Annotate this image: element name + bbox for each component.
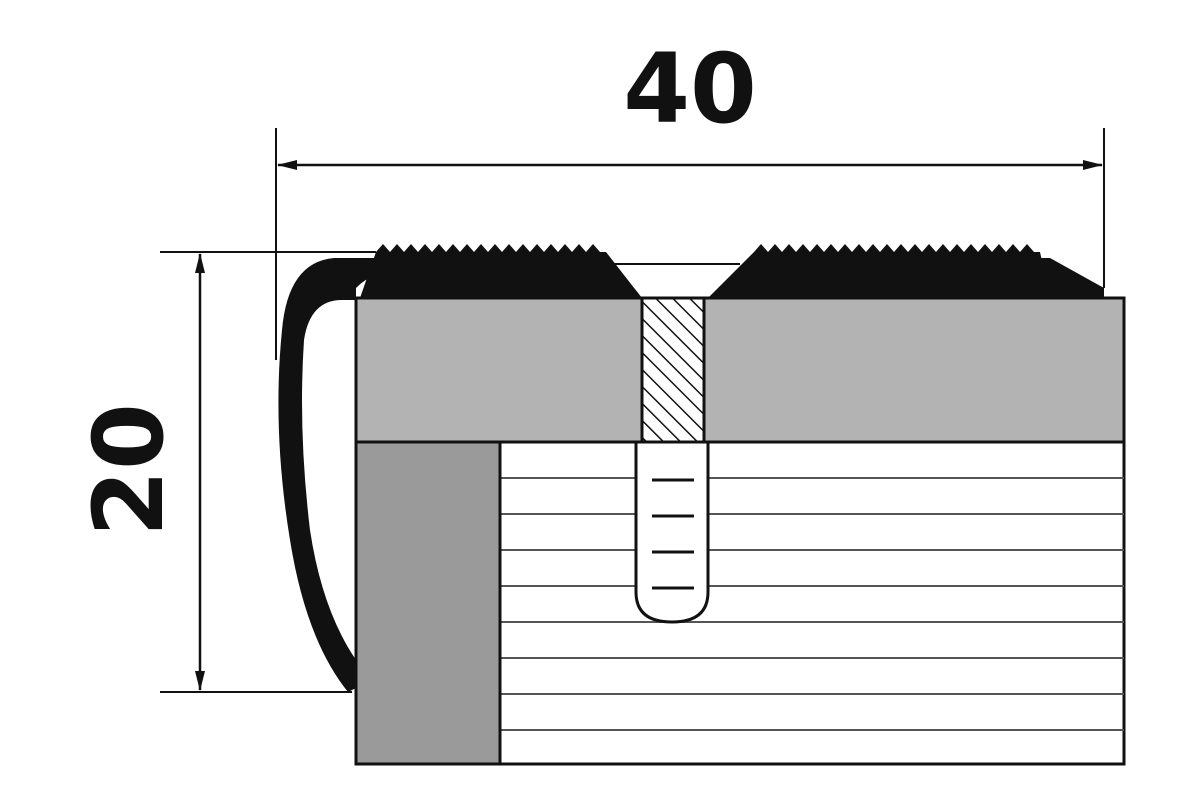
height-label: 20: [73, 403, 185, 537]
step-board-lines: [500, 477, 1124, 731]
vertical-post: [354, 440, 502, 766]
width-dimension: 40: [275, 33, 1105, 360]
left-insert: [354, 296, 644, 444]
width-label: 40: [623, 33, 757, 145]
right-insert: [702, 296, 1126, 444]
screw-thread-marks: [652, 478, 694, 590]
height-dimension: 20: [73, 251, 376, 693]
rubber-tread-left: [360, 244, 642, 298]
screw-head-hatched: [640, 296, 706, 444]
screw-channel: [634, 442, 710, 624]
rubber-tread-right: [708, 244, 1104, 298]
profile-nose: [278, 258, 378, 692]
